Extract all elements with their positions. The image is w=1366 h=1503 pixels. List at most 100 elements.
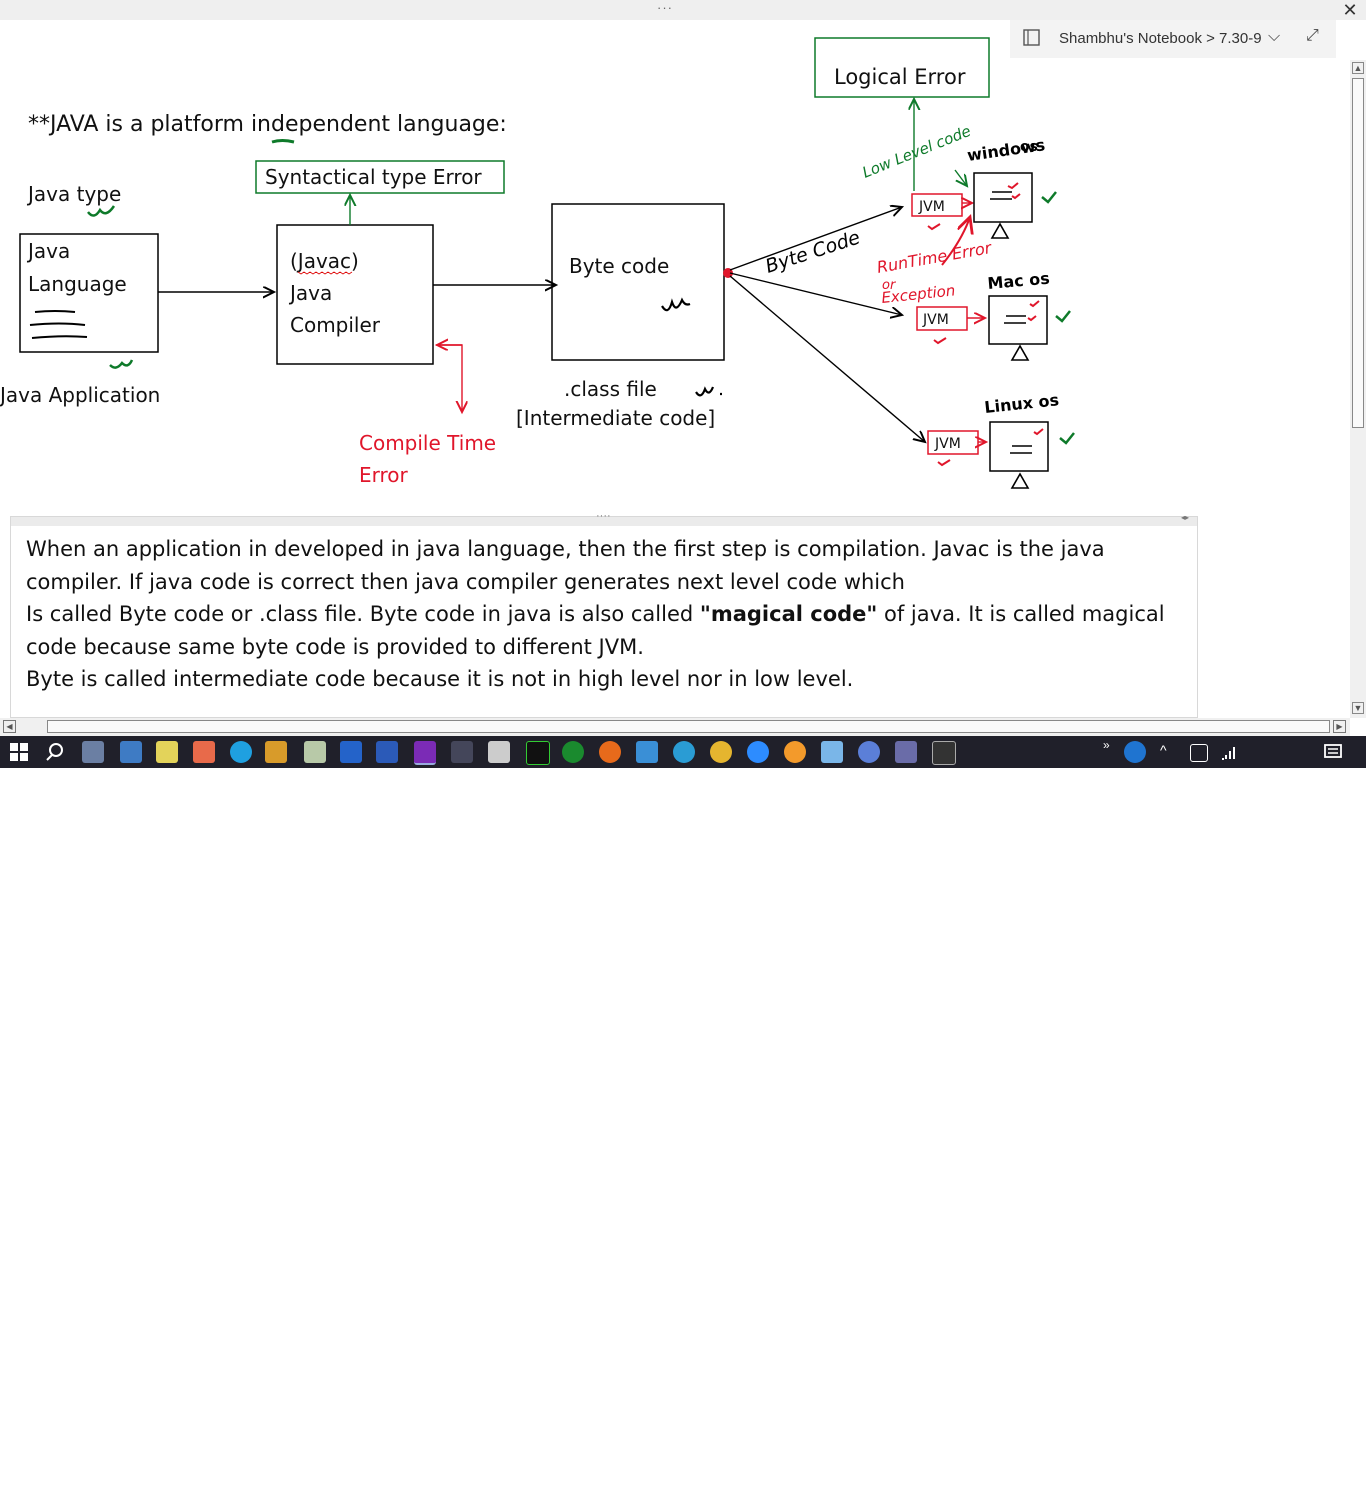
title-bar bbox=[0, 0, 1366, 20]
arrow bbox=[729, 207, 902, 271]
os-mac-label: Mac os bbox=[987, 269, 1051, 293]
note-line: Byte is called intermediate code because… bbox=[26, 667, 854, 691]
help-icon[interactable] bbox=[1124, 741, 1146, 763]
close-icon[interactable]: ✕ bbox=[1342, 0, 1358, 20]
skype-icon[interactable] bbox=[230, 741, 252, 763]
notification-icon[interactable] bbox=[1322, 741, 1344, 763]
firefox-icon[interactable] bbox=[599, 741, 621, 763]
class-file-label: .class file bbox=[564, 377, 657, 401]
app-icon[interactable] bbox=[858, 741, 880, 763]
box2-line1: (Javac) bbox=[290, 249, 359, 273]
breadcrumb[interactable]: Shambhu's Notebook > 7.30-9 ⌵ ⤢ bbox=[1010, 20, 1336, 58]
vertical-scrollbar[interactable]: ▲ ▼ bbox=[1350, 60, 1366, 718]
green-tick bbox=[1059, 432, 1075, 445]
chevron-right-icon[interactable]: » bbox=[1103, 738, 1110, 752]
wps-icon[interactable] bbox=[265, 741, 287, 763]
taskbar: Desktop » ^ 9:30 PM 21-Jan-22 bbox=[0, 736, 1366, 1501]
pycharm-icon[interactable] bbox=[526, 741, 550, 765]
notes-icon[interactable] bbox=[304, 741, 326, 763]
arrow bbox=[436, 344, 462, 412]
scroll-right-icon[interactable]: ▶ bbox=[1333, 720, 1346, 733]
refresh-app-icon[interactable] bbox=[562, 741, 584, 763]
chevron-down-icon[interactable]: ⌵ bbox=[1268, 28, 1281, 45]
store-icon[interactable] bbox=[340, 741, 362, 763]
green-tick bbox=[1041, 191, 1057, 204]
app-icon[interactable] bbox=[451, 741, 473, 763]
search-icon[interactable] bbox=[44, 741, 66, 763]
linux-computer bbox=[989, 421, 1049, 472]
window-menu-dots[interactable]: ··· bbox=[657, 0, 673, 15]
runtime-or-label: or bbox=[882, 278, 897, 293]
calculator-icon[interactable] bbox=[82, 741, 104, 763]
monitor-icon[interactable] bbox=[636, 741, 658, 763]
scroll-thumb[interactable] bbox=[1352, 78, 1364, 428]
diagram-canvas: **JAVA is a platform independent languag… bbox=[0, 37, 1075, 489]
green-mark bbox=[271, 139, 295, 144]
box1-line1: Java bbox=[26, 239, 70, 263]
logical-error-label: Logical Error bbox=[834, 65, 966, 89]
note-line: When an application in developed in java… bbox=[26, 537, 1105, 561]
clock-time: 9:30 PM bbox=[1250, 1474, 1292, 1486]
scroll-down-icon[interactable]: ▼ bbox=[1352, 702, 1364, 714]
keyboard-icon[interactable] bbox=[120, 741, 142, 763]
box2-line3: Compiler bbox=[290, 313, 381, 337]
logical-error-box bbox=[814, 37, 990, 98]
tray-chevron-up-icon[interactable]: ^ bbox=[1160, 742, 1167, 758]
app-icon[interactable] bbox=[895, 741, 917, 763]
arrow bbox=[729, 272, 902, 315]
spellcheck-squiggle bbox=[297, 271, 353, 275]
notebook-icon bbox=[1023, 29, 1040, 46]
note-container[interactable]: ···· ◂▸ When an application in developed… bbox=[10, 510, 1198, 718]
clock[interactable]: 9:30 PM 21-Jan-22 bbox=[1240, 1473, 1302, 1503]
horizontal-scrollbar[interactable]: ◀ ▶ bbox=[0, 718, 1350, 736]
note-container-handle[interactable]: ···· ◂▸ bbox=[11, 510, 1197, 526]
terminal-icon[interactable] bbox=[932, 741, 956, 765]
paint-icon[interactable] bbox=[193, 741, 215, 763]
app-icon[interactable] bbox=[784, 741, 806, 763]
compile-error-line1: Compile Time bbox=[359, 431, 496, 455]
heading-text: **JAVA is a platform independent languag… bbox=[28, 112, 507, 137]
note-line: code because same byte code is provided … bbox=[26, 634, 644, 659]
compile-error-line2: Error bbox=[359, 463, 409, 487]
mac-computer bbox=[988, 295, 1048, 345]
scribble bbox=[695, 386, 722, 397]
wifi-icon[interactable] bbox=[1218, 741, 1240, 763]
windows-start-icon[interactable] bbox=[8, 741, 30, 763]
sync-icon[interactable] bbox=[1190, 744, 1208, 762]
windows-computer bbox=[973, 172, 1033, 223]
scroll-up-icon[interactable]: ▲ bbox=[1352, 62, 1364, 74]
chrome-icon[interactable] bbox=[710, 741, 732, 763]
java-type-label: Java type bbox=[26, 182, 121, 206]
green-tick bbox=[87, 205, 116, 217]
box2-line2: Java bbox=[288, 281, 332, 305]
media-icon[interactable] bbox=[488, 741, 510, 763]
onenote-icon[interactable] bbox=[414, 741, 436, 765]
desktop-toolbar-label[interactable]: Desktop bbox=[1054, 1480, 1102, 1495]
note-line: Is called Byte code or .class file. Byte… bbox=[26, 602, 1165, 626]
jvm-label: JVM bbox=[922, 312, 949, 328]
word-icon[interactable] bbox=[376, 741, 398, 763]
expand-icon[interactable]: ⤢ bbox=[1306, 27, 1319, 44]
magical-code-bold: "magical code" bbox=[699, 602, 878, 626]
java-application-label: Java Application bbox=[0, 383, 160, 407]
arrow bbox=[729, 275, 925, 442]
scribble bbox=[661, 297, 691, 312]
zoom-icon[interactable] bbox=[747, 741, 769, 763]
green-tick bbox=[1055, 310, 1071, 323]
note-line: compiler. If java code is correct then j… bbox=[26, 569, 905, 594]
scribble-lines bbox=[29, 310, 88, 339]
java-language-box bbox=[19, 233, 159, 353]
scroll-thumb[interactable] bbox=[47, 720, 1330, 733]
notepad-icon[interactable] bbox=[156, 741, 178, 763]
scroll-left-icon[interactable]: ◀ bbox=[3, 720, 16, 733]
breadcrumb-text: Shambhu's Notebook > 7.30-9 bbox=[1059, 30, 1262, 47]
box1-line2: Language bbox=[28, 272, 127, 296]
byte-code-handwritten: Byte Code bbox=[763, 227, 863, 278]
snowflake-icon[interactable] bbox=[821, 741, 843, 763]
intermediate-code-label: [Intermediate code] bbox=[516, 406, 715, 430]
note-text[interactable]: When an application in developed in java… bbox=[26, 533, 1186, 696]
runtime-error-label: RunTime Error bbox=[875, 238, 994, 277]
java-compiler-box bbox=[276, 224, 434, 365]
byte-code-label: Byte code bbox=[569, 254, 669, 278]
edge-icon[interactable] bbox=[673, 741, 695, 763]
